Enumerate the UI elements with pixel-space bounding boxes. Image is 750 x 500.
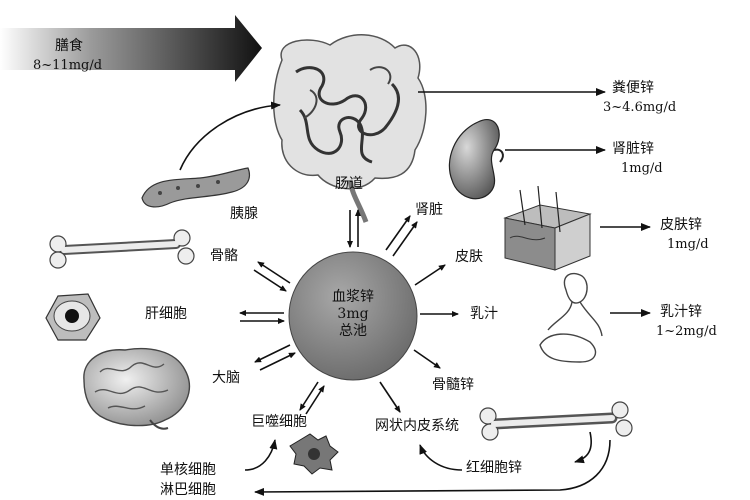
kidney-label: 肾脏: [415, 202, 443, 218]
pool-line2: 3mg: [337, 306, 369, 322]
skin-output-name: 皮肤锌: [660, 217, 702, 233]
skin-output-amount: 1mg/d: [667, 237, 709, 252]
intake-amount: 8~11mg/d: [33, 58, 103, 73]
brain-illustration: [83, 347, 190, 430]
pancreas-illustration: [141, 167, 251, 208]
liver-cell-illustration: [45, 293, 101, 341]
bone-illustration: [49, 229, 195, 269]
rbc-label: 红细胞锌: [466, 460, 522, 476]
intestine-label: 肠道: [335, 176, 363, 192]
pancreas-label: 胰腺: [230, 206, 258, 222]
plasma-zinc-pool: [288, 251, 418, 381]
fecal-name: 粪便锌: [612, 80, 654, 96]
bone-label: 骨骼: [210, 248, 238, 264]
milk-label: 乳汁: [470, 306, 498, 322]
renal-amount: 1mg/d: [621, 161, 663, 176]
marrow-bone-illustration: [479, 401, 633, 441]
skin-label: 皮肤: [455, 249, 483, 265]
res-label: 网状内皮系统: [375, 418, 459, 434]
intake-title: 膳食: [55, 38, 83, 54]
milk-output-name: 乳汁锌: [660, 304, 702, 320]
pool-label: 血浆锌 3mg 总池: [293, 289, 413, 340]
kidney-illustration: [448, 119, 504, 200]
macrophage-label: 巨噬细胞: [251, 414, 307, 430]
pool-line1: 血浆锌: [332, 289, 374, 305]
renal-name: 肾脏锌: [612, 141, 654, 157]
brain-label: 大脑: [212, 370, 240, 386]
milk-output-amount: 1~2mg/d: [656, 324, 717, 339]
fecal-amount: 3~4.6mg/d: [603, 100, 677, 115]
intake-arrow: [0, 15, 262, 82]
liver-label: 肝细胞: [145, 306, 187, 322]
macrophage-illustration: [289, 433, 339, 475]
flow-arrows: [179, 88, 651, 496]
mother-illustration: [539, 272, 603, 363]
skin-illustration: [503, 185, 592, 271]
pool-line3: 总池: [339, 323, 367, 339]
mono-label: 单核细胞: [160, 462, 216, 478]
lymph-label: 淋巴细胞: [160, 482, 216, 498]
intestine-illustration: [273, 34, 427, 223]
marrow-label: 骨髓锌: [432, 377, 474, 393]
